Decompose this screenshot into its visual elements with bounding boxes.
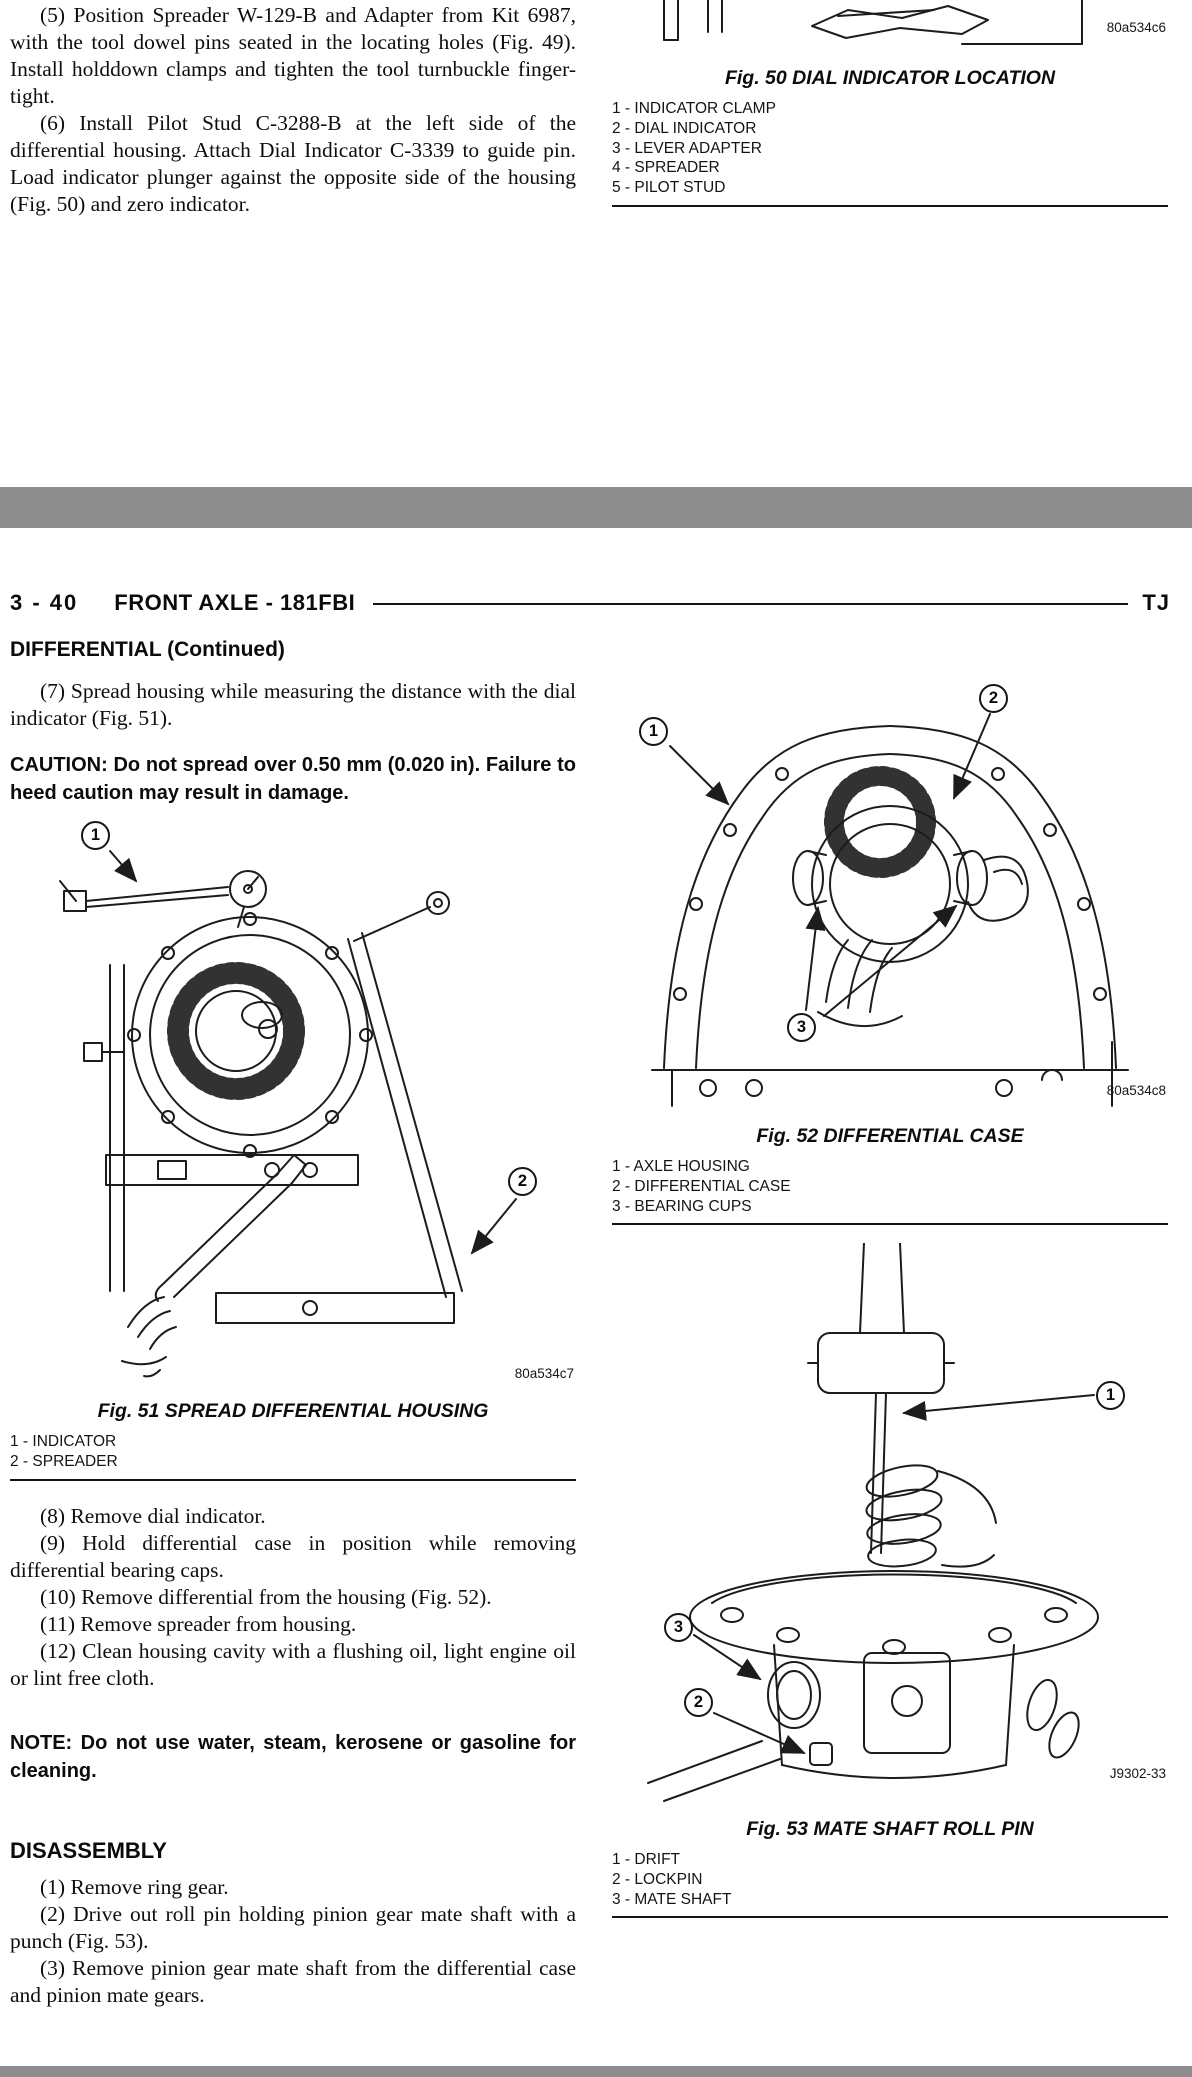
section-heading: DIFFERENTIAL (Continued) bbox=[10, 638, 285, 661]
legend-divider bbox=[612, 1223, 1168, 1226]
step-8-paragraph: (8) Remove dial indicator. bbox=[40, 1504, 266, 1528]
legend-item: 2 - DIFFERENTIAL CASE bbox=[612, 1177, 791, 1195]
steps-8-12-block: (8) Remove dial indicator. (9) Hold diff… bbox=[10, 1503, 576, 1692]
fig50-caption: Fig. 50 DIAL INDICATOR LOCATION bbox=[724, 67, 1056, 89]
fig52-caption: Fig. 52 DIFFERENTIAL CASE bbox=[756, 1125, 1024, 1147]
step-10-paragraph: (10) Remove differential from the housin… bbox=[40, 1585, 492, 1609]
bottom-page-break-divider bbox=[0, 2066, 1192, 2077]
header-rule bbox=[373, 603, 1129, 605]
fig51-callout-1: 1 bbox=[81, 821, 110, 850]
step-7-paragraph: (7) Spread housing while measuring the d… bbox=[10, 679, 576, 730]
page-header: 3 - 40 FRONT AXLE - 181FBI TJ bbox=[10, 590, 1170, 616]
disassembly-heading: DISASSEMBLY bbox=[10, 1838, 167, 1863]
legend-divider bbox=[612, 1916, 1168, 1919]
fig53-art-svg bbox=[647, 1243, 1099, 1802]
fig51-image-code: 80a534c7 bbox=[514, 1366, 574, 1381]
legend-item: 1 - INDICATOR bbox=[10, 1433, 117, 1450]
legend-item: 3 - LEVER ADAPTER bbox=[612, 139, 762, 157]
legend-item: 2 - DIAL INDICATOR bbox=[612, 119, 757, 137]
step-9-paragraph: (9) Hold differential case in position w… bbox=[10, 1531, 576, 1582]
step-12-paragraph: (12) Clean housing cavity with a flushin… bbox=[10, 1639, 576, 1690]
prev-page-text-column: (5) Position Spreader W-129-B and Adapte… bbox=[10, 2, 576, 218]
caution-block: CAUTION: Do not spread over 0.50 mm (0.0… bbox=[10, 752, 576, 807]
fig53-illustration: 1 2 3 J9302-33 bbox=[612, 1243, 1168, 1803]
page-break-divider bbox=[0, 487, 1192, 528]
fig51-art-svg bbox=[59, 850, 517, 1378]
fig51-callout-2: 2 bbox=[508, 1167, 537, 1196]
figure-53: 1 2 3 J9302-33 Fig. 53 MATE SHAFT ROLL P… bbox=[612, 1243, 1168, 1919]
figure-52: 1 2 3 80a534c8 Fig. 52 DIFFERENTIAL CASE… bbox=[612, 672, 1168, 1226]
fig53-callout-2: 2 bbox=[684, 1688, 713, 1717]
fig53-callout-3: 3 bbox=[664, 1613, 693, 1642]
page-number: 3 - 40 bbox=[10, 590, 79, 615]
step-11-paragraph: (11) Remove spreader from housing. bbox=[40, 1612, 357, 1636]
legend-divider bbox=[10, 1478, 576, 1481]
figure-51: 1 2 80a534c7 Fig. 51 SPREAD DIFFERENTIAL… bbox=[10, 815, 576, 1481]
legend-item: 3 - BEARING CUPS bbox=[612, 1197, 752, 1215]
legend-item: 5 - PILOT STUD bbox=[612, 179, 726, 197]
legend-item: 4 - SPREADER bbox=[612, 159, 720, 177]
fig53-caption: Fig. 53 MATE SHAFT ROLL PIN bbox=[746, 1818, 1034, 1840]
fig51-legend: 1 - INDICATOR 2 - SPREADER bbox=[10, 1432, 576, 1472]
disassembly-step-1: (1) Remove ring gear. bbox=[40, 1875, 229, 1899]
note-block: NOTE: Do not use water, steam, kerosene … bbox=[10, 1730, 576, 1785]
fig50-image-code: 80a534c6 bbox=[1106, 20, 1166, 35]
fig50-art-svg bbox=[663, 0, 1083, 45]
note-text: NOTE: Do not use water, steam, kerosene … bbox=[10, 1732, 576, 1782]
disassembly-step-2: (2) Drive out roll pin holding pinion ge… bbox=[10, 1902, 576, 1953]
fig52-legend: 1 - AXLE HOUSING 2 - DIFFERENTIAL CASE 3… bbox=[612, 1157, 1168, 1216]
fig51-caption: Fig. 51 SPREAD DIFFERENTIAL HOUSING bbox=[97, 1400, 489, 1422]
model-code: TJ bbox=[1142, 590, 1170, 615]
legend-item: 1 - INDICATOR CLAMP bbox=[612, 100, 776, 117]
disassembly-steps-block: (1) Remove ring gear. (2) Drive out roll… bbox=[10, 1874, 576, 2009]
fig50-legend: 1 - INDICATOR CLAMP 2 - DIAL INDICATOR 3… bbox=[612, 99, 1168, 198]
fig52-image-code: 80a534c8 bbox=[1106, 1083, 1166, 1098]
fig53-legend: 1 - DRIFT 2 - LOCKPIN 3 - MATE SHAFT bbox=[612, 1850, 1168, 1909]
legend-item: 1 - AXLE HOUSING bbox=[612, 1158, 750, 1175]
legend-item: 2 - LOCKPIN bbox=[612, 1870, 703, 1888]
fig52-callout-2: 2 bbox=[979, 684, 1008, 713]
legend-item: 2 - SPREADER bbox=[10, 1452, 118, 1470]
legend-divider bbox=[612, 204, 1168, 207]
fig50-illustration: 80a534c6 bbox=[612, 0, 1168, 58]
step-7-block: (7) Spread housing while measuring the d… bbox=[10, 678, 576, 732]
legend-item: 1 - DRIFT bbox=[612, 1851, 681, 1868]
fig51-illustration: 1 2 80a534c7 bbox=[10, 815, 576, 1385]
legend-item: 3 - MATE SHAFT bbox=[612, 1890, 732, 1908]
disassembly-step-3: (3) Remove pinion gear mate shaft from t… bbox=[10, 1956, 576, 2007]
fig53-callout-1: 1 bbox=[1096, 1381, 1125, 1410]
fig52-illustration: 1 2 3 80a534c8 bbox=[612, 672, 1168, 1112]
caution-text: CAUTION: Do not spread over 0.50 mm (0.0… bbox=[10, 754, 576, 804]
fig52-art-svg bbox=[651, 713, 1129, 1107]
fig53-image-code: J9302-33 bbox=[1109, 1766, 1166, 1781]
step-5-paragraph: (5) Position Spreader W-129-B and Adapte… bbox=[10, 3, 576, 108]
figure-50: 80a534c6 Fig. 50 DIAL INDICATOR LOCATION… bbox=[612, 0, 1168, 207]
fig52-callout-3: 3 bbox=[787, 1013, 816, 1042]
step-6-paragraph: (6) Install Pilot Stud C-3288-B at the l… bbox=[10, 111, 576, 216]
fig52-callout-1: 1 bbox=[639, 717, 668, 746]
chapter-title: FRONT AXLE - 181FBI bbox=[114, 590, 356, 615]
